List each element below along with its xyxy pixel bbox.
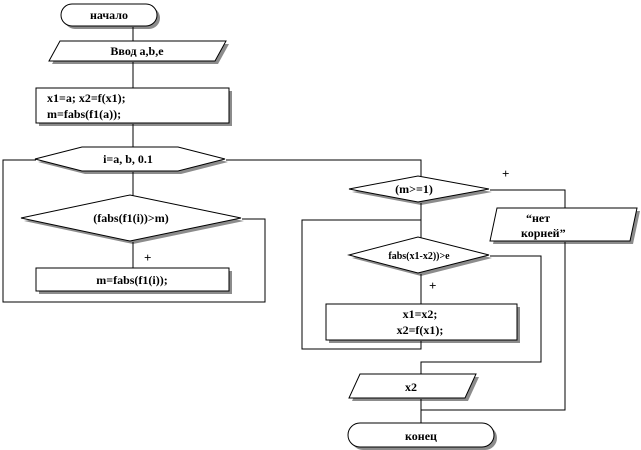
max-yes-marker: +	[144, 250, 151, 265]
max-condition-label: (fabs(f1(i))>m)	[93, 211, 168, 225]
end-terminal: конец	[347, 422, 495, 448]
input-block: Ввод a,b,e	[48, 40, 227, 62]
no-roots-output: “нет корней”	[489, 207, 638, 242]
end-label: конец	[405, 429, 437, 443]
no-roots-line1: “нет	[526, 211, 550, 225]
root-condition: (m>=1)	[348, 175, 490, 203]
no-roots-line2: корней”	[521, 226, 566, 240]
init-line1: x1=a; x2=f(x1);	[47, 91, 126, 105]
output-label: x2	[405, 380, 417, 394]
iteration-condition: fabs(x1-x2))>e	[347, 236, 490, 274]
loop-block: i=a, b, 0.1	[34, 146, 226, 172]
init-line2: m=fabs(f1(a));	[47, 107, 121, 121]
start-label: начало	[90, 8, 128, 22]
iteration-line1: x1=x2;	[403, 307, 438, 321]
root-yes-marker: +	[502, 166, 509, 181]
init-block: x1=a; x2=f(x1); m=fabs(f1(a));	[35, 87, 230, 124]
max-condition: (fabs(f1(i))>m)	[20, 194, 242, 242]
iteration-block: x1=x2; x2=f(x1);	[325, 303, 518, 341]
assign-max-block: m=fabs(f1(i));	[35, 267, 230, 292]
iteration-condition-label: fabs(x1-x2))>e	[388, 251, 450, 262]
connector-lines	[2, 27, 566, 424]
iteration-line2: x2=f(x1);	[397, 323, 444, 337]
root-condition-label: (m>=1)	[395, 182, 433, 196]
iteration-yes-marker: +	[429, 278, 436, 293]
start-terminal: начало	[60, 3, 158, 27]
input-label: Ввод a,b,e	[110, 44, 164, 58]
assign-max-label: m=fabs(f1(i));	[96, 273, 167, 287]
loop-label: i=a, b, 0.1	[103, 152, 153, 166]
output-block: x2	[348, 373, 477, 399]
